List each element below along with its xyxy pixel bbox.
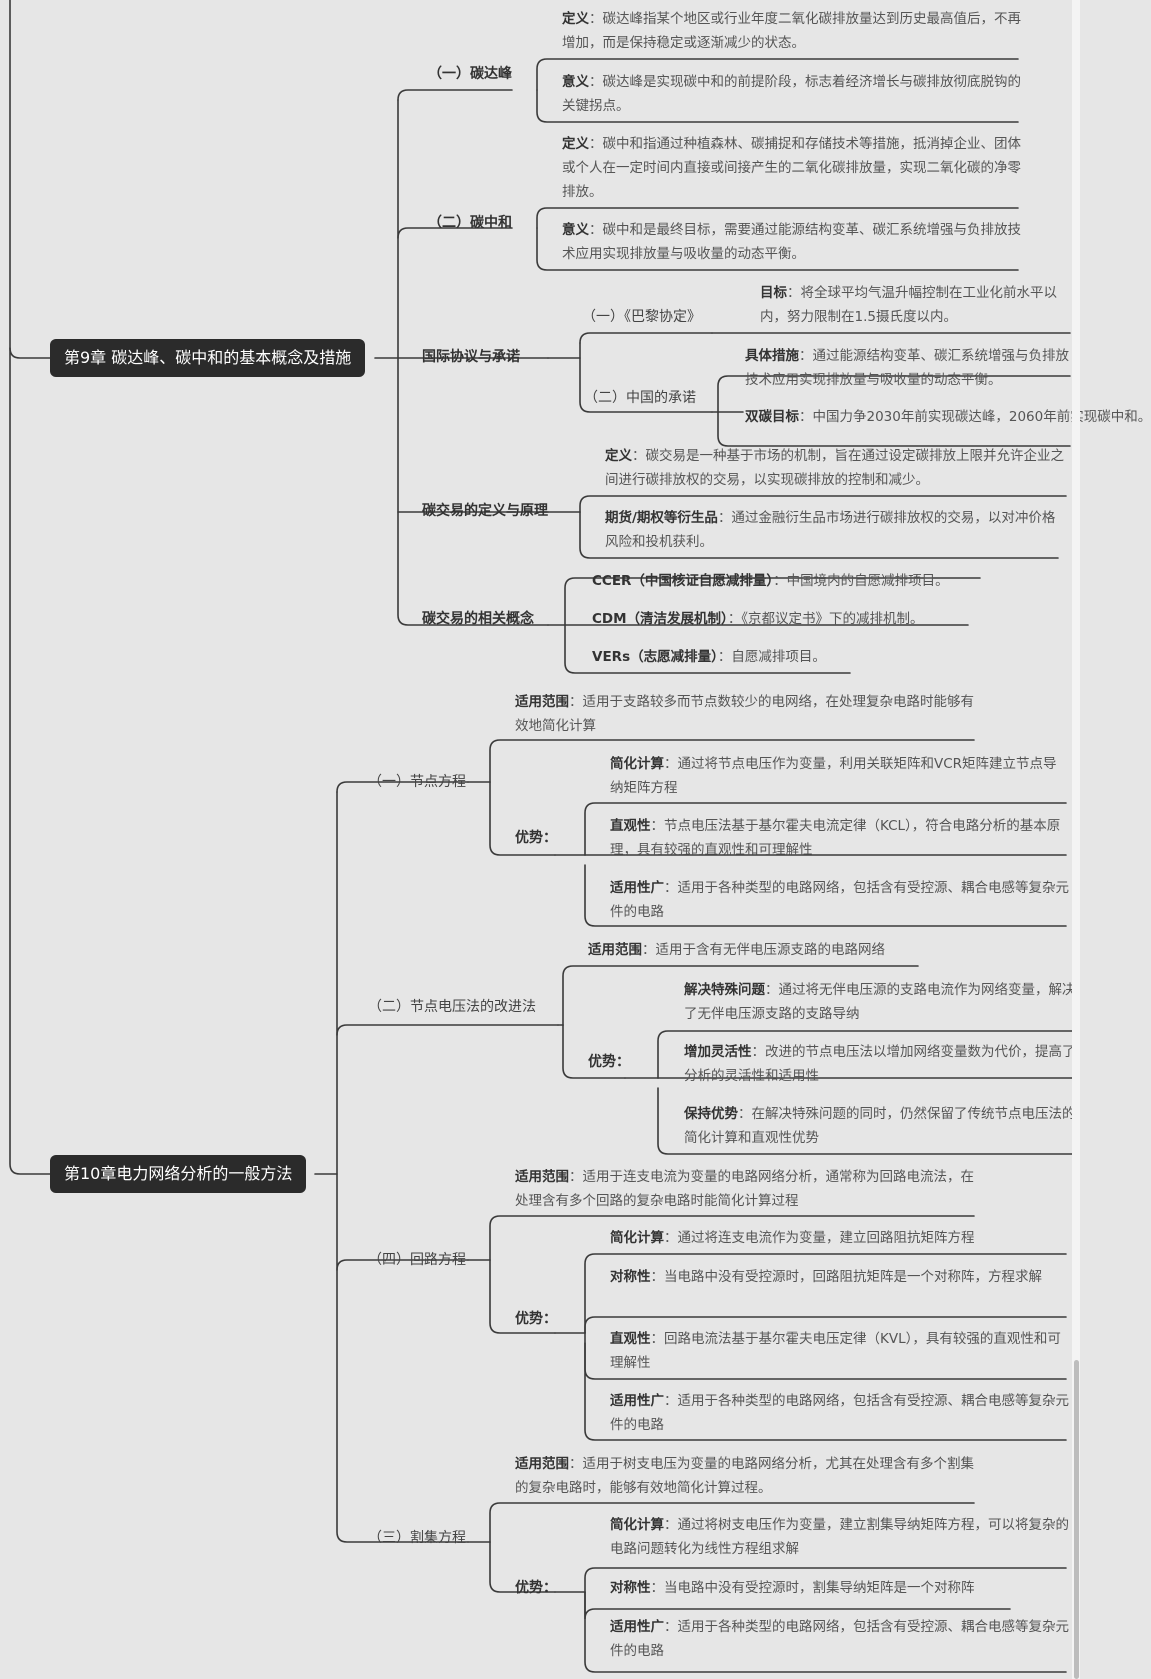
node-scope: 适用范围：适用于支路较多而节点数较少的电网络，在处理复杂电路时能够有效地简化计算 <box>515 694 974 734</box>
branch-carbon-trading[interactable]: 碳交易的定义与原理 <box>422 503 548 519</box>
branch-cutset-equation[interactable]: （三）割集方程 <box>368 1530 466 1546</box>
peak-definition: 定义：碳达峰指某个地区或行业年度二氧化碳排放量达到历史最高值后，不再增加，而是保… <box>562 11 1021 51</box>
loop-adv-symmetric: 对称性：当电路中没有受控源时，回路阻抗矩阵是一个对称阵，方程求解 <box>610 1269 1042 1285</box>
improved-scope: 适用范围：适用于含有无伴电压源支路的电路网络 <box>588 942 885 958</box>
branch-international[interactable]: 国际协议与承诺 <box>422 349 520 365</box>
cutset-adv-symmetric: 对称性：当电路中没有受控源时，割集导纳矩阵是一个对称阵 <box>610 1580 975 1596</box>
neutral-definition: 定义：碳中和指通过种植森林、碳捕捉和存储技术等措施，抵消掉企业、团体或个人在一定… <box>562 136 1021 200</box>
concept-cdm: CDM（清洁发展机制）：《京都议定书》下的减排机制。 <box>592 611 924 627</box>
paris-agreement-node[interactable]: （一）《巴黎协定》 <box>582 309 701 325</box>
neutral-significance: 意义：碳中和是最终目标，需要通过能源结构变革、碳汇系统增强与负排放技术应用实现排… <box>562 222 1021 262</box>
paris-goal: 目标：将全球平均气温升幅控制在工业化前水平以内，努力限制在1.5摄氏度以内。 <box>760 285 1057 325</box>
chapter-9-node[interactable]: 第9章 碳达峰、碳中和的基本概念及措施 <box>50 339 366 377</box>
branch-neutral[interactable]: （二）碳中和 <box>428 215 512 231</box>
trading-derivatives: 期货/期权等衍生品：通过金融衍生品市场进行碳排放权的交易，以对冲价格风险和投机获… <box>605 510 1056 550</box>
china-measures: 具体措施：通过能源结构变革、碳汇系统增强与负排放技术应用实现排放量与吸收量的动态… <box>745 348 1069 388</box>
branch-improved-method[interactable]: （二）节点电压法的改进法 <box>368 999 536 1015</box>
china-dual-carbon-goal: 双碳目标：中国力争2030年前实现碳达峰，2060年前实现碳中和。 <box>745 409 1151 425</box>
loop-advantages[interactable]: 优势： <box>515 1311 557 1327</box>
branch-node-equation[interactable]: （一）节点方程 <box>368 774 466 790</box>
scrollbar-thumb[interactable] <box>1074 1360 1079 1679</box>
cutset-scope: 适用范围：适用于树支电压为变量的电路网络分析，尤其在处理含有多个割集的复杂电路时… <box>515 1456 974 1496</box>
branch-trading-concepts[interactable]: 碳交易的相关概念 <box>422 611 534 627</box>
branch-peak[interactable]: （一）碳达峰 <box>428 66 512 82</box>
chapter-10-node[interactable]: 第10章电力网络分析的一般方法 <box>50 1155 307 1193</box>
improved-adv-special: 解决特殊问题：通过将无伴电压源的支路电流作为网络变量，解决了无伴电压源支路的支路… <box>684 982 1076 1022</box>
china-commitment-node[interactable]: （二）中国的承诺 <box>584 390 696 406</box>
improved-advantages[interactable]: 优势： <box>588 1054 630 1070</box>
node-adv-broad: 适用性广：适用于各种类型的电路网络，包括含有受控源、耦合电感等复杂元件的电路 <box>610 880 1069 920</box>
vertical-scrollbar[interactable] <box>1072 0 1080 1679</box>
branch-loop-equation[interactable]: （四）回路方程 <box>368 1252 466 1268</box>
peak-significance: 意义：碳达峰是实现碳中和的前提阶段，标志着经济增长与碳排放彻底脱钩的关键拐点。 <box>562 74 1021 114</box>
node-adv-simplify: 简化计算：通过将节点电压作为变量，利用关联矩阵和VCR矩阵建立节点导纳矩阵方程 <box>610 756 1057 796</box>
cutset-adv-simplify: 简化计算：通过将树支电压作为变量，建立割集导纳矩阵方程，可以将复杂的电路问题转化… <box>610 1517 1069 1557</box>
loop-adv-simplify: 简化计算：通过将连支电流作为变量，建立回路阻抗矩阵方程 <box>610 1230 975 1246</box>
loop-adv-intuitive: 直观性：回路电流法基于基尔霍夫电压定律（KVL），具有较强的直观性和可理解性 <box>610 1331 1061 1371</box>
cutset-advantages[interactable]: 优势： <box>515 1580 557 1596</box>
concept-vers: VERs（志愿减排量）：自愿减排项目。 <box>592 649 826 665</box>
connector-lines <box>9 0 1075 1673</box>
loop-adv-broad: 适用性广：适用于各种类型的电路网络，包括含有受控源、耦合电感等复杂元件的电路 <box>610 1393 1069 1433</box>
improved-adv-keep: 保持优势：在解决特殊问题的同时，仍然保留了传统节点电压法的简化计算和直观性优势 <box>684 1106 1076 1146</box>
cutset-adv-broad: 适用性广：适用于各种类型的电路网络，包括含有受控源、耦合电感等复杂元件的电路 <box>610 1619 1069 1659</box>
node-adv-intuitive: 直观性：节点电压法基于基尔霍夫电流定律（KCL），符合电路分析的基本原理，具有较… <box>610 818 1061 858</box>
trading-definition: 定义：碳交易是一种基于市场的机制，旨在通过设定碳排放上限并允许企业之间进行碳排放… <box>605 448 1064 488</box>
improved-adv-flexible: 增加灵活性：改进的节点电压法以增加网络变量数为代价，提高了分析的灵活性和适用性 <box>684 1044 1076 1084</box>
loop-scope: 适用范围：适用于连支电流为变量的电路网络分析，通常称为回路电流法，在处理含有多个… <box>515 1169 974 1209</box>
node-advantages[interactable]: 优势： <box>515 830 557 846</box>
concept-ccer: CCER（中国核证自愿减排量）：中国境内的自愿减排项目。 <box>592 573 949 589</box>
